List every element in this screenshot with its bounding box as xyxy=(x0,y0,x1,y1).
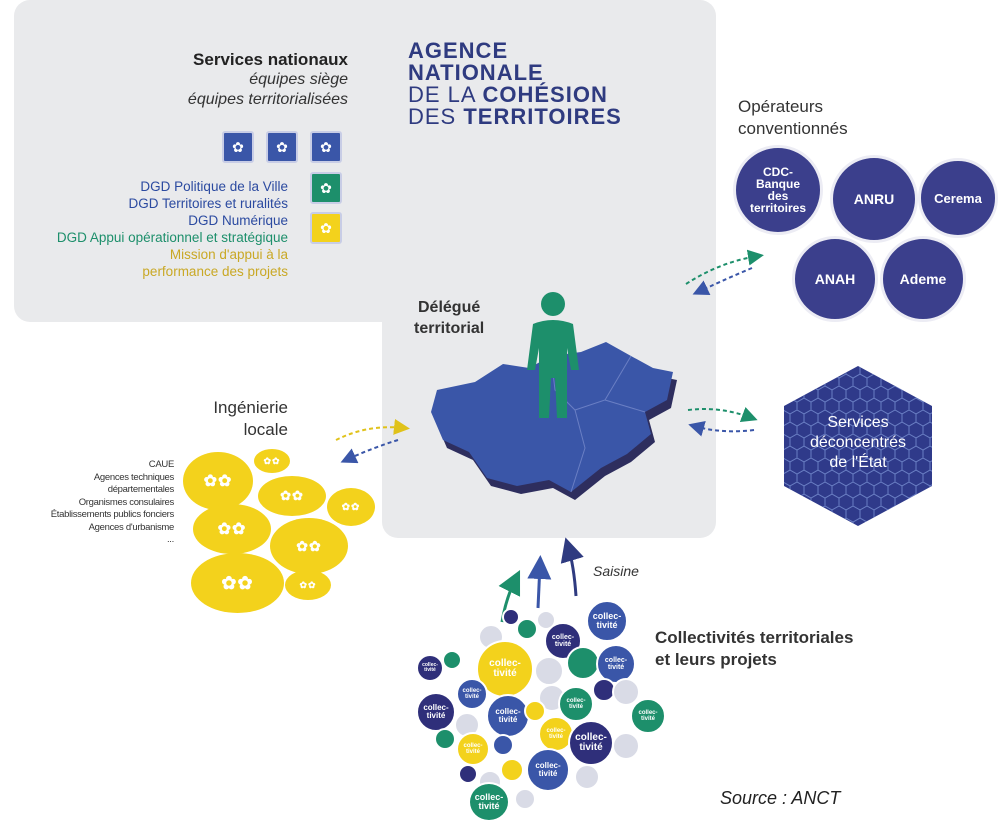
collectivites-title: Collectivités territoriales et leurs pro… xyxy=(655,628,854,669)
dgd-item: DGD Politique de la Ville xyxy=(140,179,288,194)
ingenierie-title: Ingénierie locale xyxy=(213,398,288,439)
dgd-list: DGD Politique de la Ville DGD Territoire… xyxy=(57,178,288,280)
collectivite-dot xyxy=(514,788,536,810)
ingenierie-bubble: ✿✿ xyxy=(254,449,290,473)
operator-ademe: Ademe xyxy=(880,236,966,322)
collectivite-dot xyxy=(434,728,456,750)
operator-cerema: Cerema xyxy=(918,158,998,238)
operator-anru: ANRU xyxy=(830,155,918,243)
collectivite-dot xyxy=(458,764,478,784)
collectivite-dot xyxy=(574,764,600,790)
collectivite-dot xyxy=(502,608,520,626)
delegue-person-icon xyxy=(527,292,579,418)
operator-anah: ANAH xyxy=(792,236,878,322)
ingenierie-bubble: ✿✿ xyxy=(191,553,284,613)
services-nationaux: Services nationaux équipes siège équipes… xyxy=(188,50,348,110)
ingenierie-bubble: ✿✿ xyxy=(285,570,331,600)
ingenierie-item: Agences techniques xyxy=(93,471,174,483)
saisine-label: Saisine xyxy=(593,563,639,579)
collectivite-bubble: collec- tivité xyxy=(544,622,582,660)
agency-title-line4: DES TERRITOIRES xyxy=(408,104,622,129)
team-icon: ✿ xyxy=(310,131,342,163)
territory-map xyxy=(431,342,677,500)
ingenierie-item: Agences d'urbanisme xyxy=(88,521,175,533)
collectivite-dot xyxy=(500,758,524,782)
dgd-item: DGD Numérique xyxy=(188,213,288,228)
ingenierie-list: CAUE Agences techniques départementales … xyxy=(50,459,175,547)
collectivite-bubble: collec- tivité xyxy=(486,694,530,738)
ingenierie-bubble: ✿✿ xyxy=(327,488,375,526)
ingenierie-item: Organismes consulaires xyxy=(78,496,175,508)
collectivite-dot xyxy=(516,618,538,640)
collectivites-cluster: collec- tivité collec- tivité collec- ti… xyxy=(408,592,670,823)
team-icon: ✿ xyxy=(266,131,298,163)
source-label: Source : ANCT xyxy=(720,788,841,808)
ingenierie-item: ... xyxy=(166,534,174,545)
ingenierie-item: Établissements publics fonciers xyxy=(50,509,175,520)
collectivite-dot xyxy=(612,732,640,760)
dgd-item: performance des projets xyxy=(142,264,288,279)
collectivite-bubble: collec- tivité xyxy=(456,678,488,710)
operator-cdc: CDC- Banque des territoires xyxy=(733,145,823,235)
ingenierie-item: départementales xyxy=(107,484,175,495)
services-sub1: équipes siège xyxy=(249,71,348,88)
dgd-item: DGD Appui opérationnel et stratégique xyxy=(56,230,288,245)
collectivite-dot xyxy=(492,734,514,756)
dgd-item: Mission d'appui à la xyxy=(169,247,288,262)
collectivite-bubble: collec- tivité xyxy=(558,686,594,722)
collectivite-dot xyxy=(534,656,564,686)
collectivite-bubble: collec- tivité xyxy=(416,692,456,732)
team-icon: ✿ xyxy=(222,131,254,163)
collectivite-dot xyxy=(566,646,600,680)
dgd-item: DGD Territoires et ruralités xyxy=(128,196,288,211)
ingenierie-bubble: ✿✿ xyxy=(183,452,253,510)
collectivite-bubble: collec- tivité xyxy=(416,654,444,682)
collectivite-dot xyxy=(524,700,546,722)
collectivite-bubble: collec- tivité xyxy=(630,698,666,734)
services-title: Services nationaux xyxy=(193,50,348,69)
team-icon-green: ✿ xyxy=(310,172,342,204)
services-sub2: équipes territorialisées xyxy=(187,91,348,108)
agency-title: AGENCE NATIONALE DE LA COHÉSION DES TERR… xyxy=(408,40,622,128)
ingenierie-bubble: ✿✿ xyxy=(193,504,271,554)
ingenierie-item: CAUE xyxy=(148,459,175,470)
etat-hexagon xyxy=(784,366,932,526)
etat-label: Services déconcentrés de l'État xyxy=(809,414,907,471)
agency-title-line2: NATIONALE xyxy=(408,60,544,85)
collectivite-bubble: collec- tivité xyxy=(468,782,510,822)
operateurs-title: Opérateurs conventionnés xyxy=(738,97,848,138)
collectivite-bubble: collec- tivité xyxy=(456,732,490,766)
agency-title-line1: AGENCE xyxy=(408,38,509,63)
agency-title-line3: DE LA COHÉSION xyxy=(408,82,608,107)
collectivite-bubble: collec- tivité xyxy=(526,748,570,792)
ingenierie-bubble: ✿✿ xyxy=(270,518,348,574)
collectivite-bubble: collec- tivité xyxy=(568,720,614,766)
collectivite-bubble: collec- tivité xyxy=(586,600,628,642)
collectivite-dot xyxy=(442,650,462,670)
team-icon-yellow: ✿ xyxy=(310,212,342,244)
delegue-label: Délégué territorial xyxy=(414,299,485,337)
ingenierie-bubble: ✿✿ xyxy=(258,476,326,516)
agency-panel xyxy=(14,0,716,322)
